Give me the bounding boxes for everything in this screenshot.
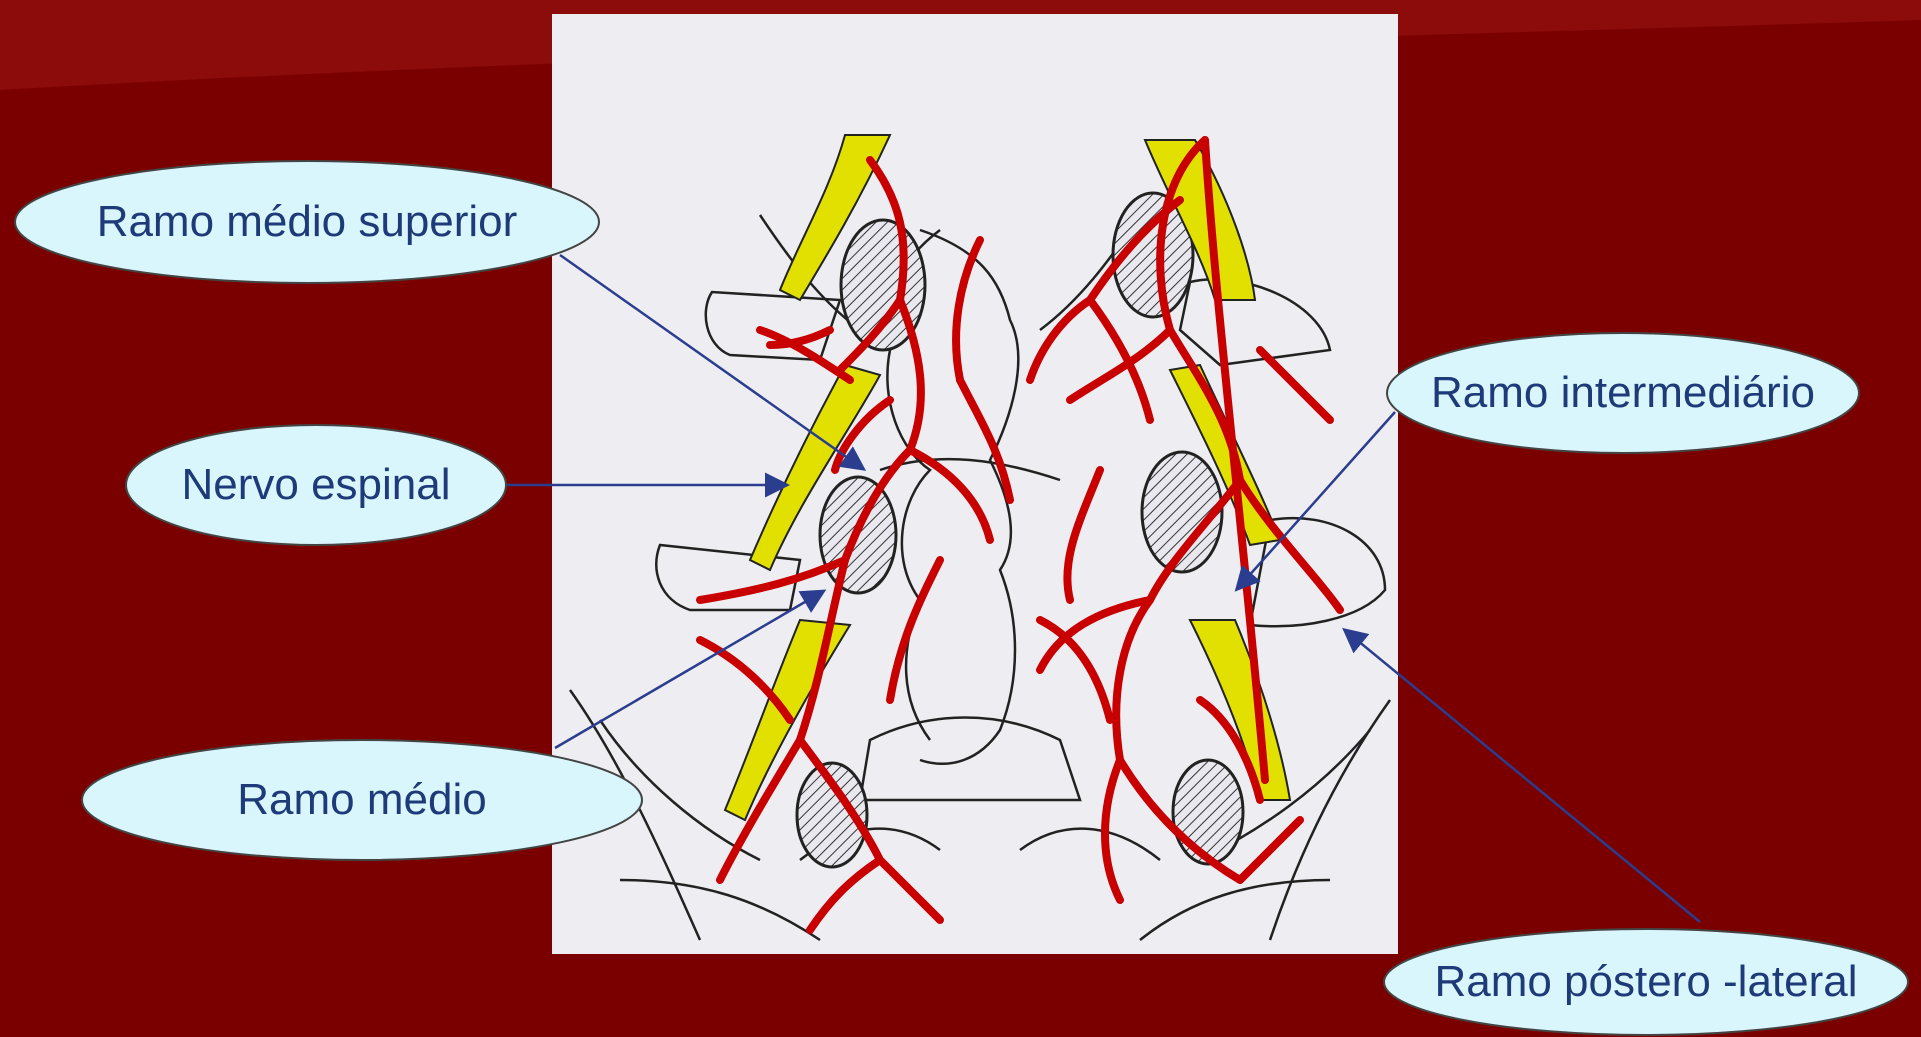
label-ramo-medio: Ramo médio (237, 775, 486, 824)
label-ramo-medio-superior: Ramo médio superior (97, 197, 518, 246)
label-nervo-espinal: Nervo espinal (181, 460, 450, 509)
callout-ramo-medio: Ramo médio (82, 740, 642, 860)
label-ramo-intermediario: Ramo intermediário (1431, 368, 1815, 417)
facet-lower-right (1173, 760, 1243, 864)
callout-nervo-espinal: Nervo espinal (126, 425, 506, 545)
label-ramo-postero-lateral: Ramo póstero -lateral (1434, 957, 1857, 1006)
callout-ramo-postero-lateral: Ramo póstero -lateral (1384, 929, 1908, 1035)
callout-ramo-intermediario: Ramo intermediário (1387, 333, 1859, 453)
callout-ramo-medio-superior: Ramo médio superior (15, 161, 599, 283)
